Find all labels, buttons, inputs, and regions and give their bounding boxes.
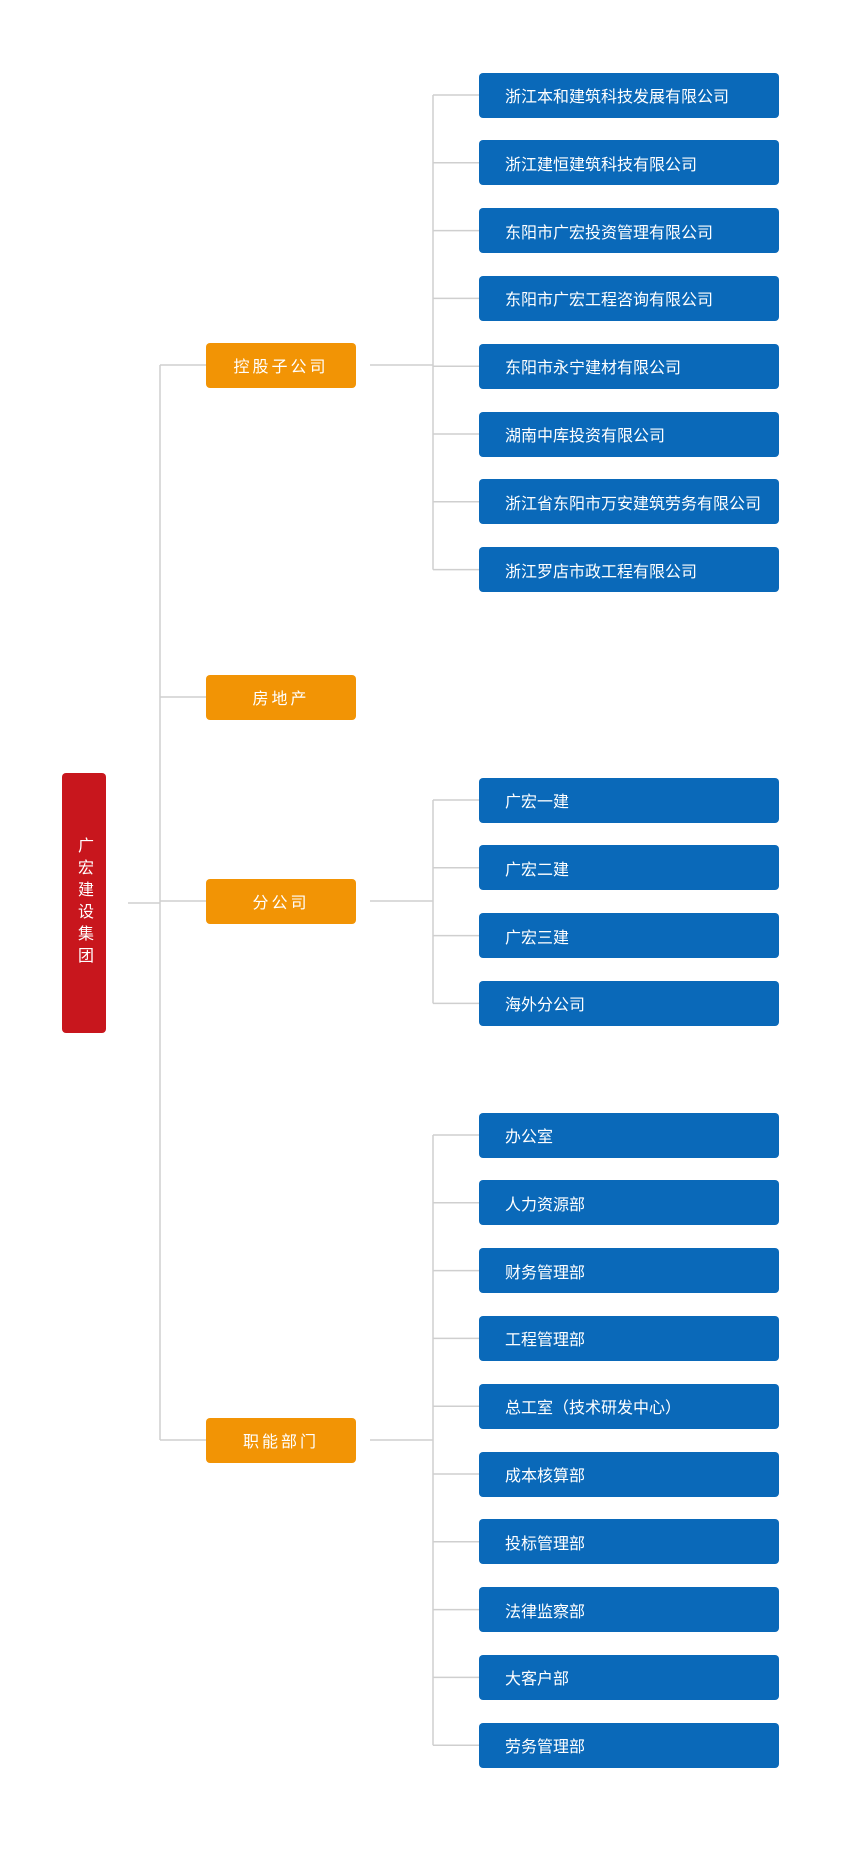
leaf-node: 海外分公司	[479, 980, 779, 1026]
leaf-node: 东阳市永宁建材有限公司	[479, 343, 779, 389]
leaf-node: 投标管理部	[479, 1519, 779, 1565]
leaf-node: 人力资源部	[479, 1180, 779, 1226]
category-node: 控股子公司	[206, 342, 356, 388]
leaf-node: 总工室（技术研发中心）	[479, 1383, 779, 1429]
leaf-node: 广宏三建	[479, 913, 779, 959]
category-node: 分公司	[206, 878, 356, 924]
leaf-node: 东阳市广宏投资管理有限公司	[479, 208, 779, 254]
leaf-node: 东阳市广宏工程咨询有限公司	[479, 275, 779, 321]
leaf-node: 大客户部	[479, 1654, 779, 1700]
leaf-node: 浙江本和建筑科技发展有限公司	[479, 72, 779, 118]
leaf-node: 浙江建恒建筑科技有限公司	[479, 140, 779, 186]
leaf-node: 湖南中库投资有限公司	[479, 411, 779, 457]
leaf-node: 浙江省东阳市万安建筑劳务有限公司	[479, 479, 779, 525]
leaf-node: 浙江罗店市政工程有限公司	[479, 547, 779, 593]
leaf-node: 工程管理部	[479, 1315, 779, 1361]
leaf-node: 办公室	[479, 1112, 779, 1158]
leaf-node: 财务管理部	[479, 1248, 779, 1294]
category-node: 房地产	[206, 674, 356, 720]
leaf-node: 广宏二建	[479, 845, 779, 891]
root-label: 广宏建设集团	[75, 837, 94, 969]
leaf-node: 劳务管理部	[479, 1722, 779, 1768]
leaf-node: 法律监察部	[479, 1587, 779, 1633]
category-node: 职能部门	[206, 1417, 356, 1463]
leaf-node: 成本核算部	[479, 1451, 779, 1497]
leaf-node: 广宏一建	[479, 777, 779, 823]
root-node: 广宏建设集团	[62, 773, 106, 1033]
